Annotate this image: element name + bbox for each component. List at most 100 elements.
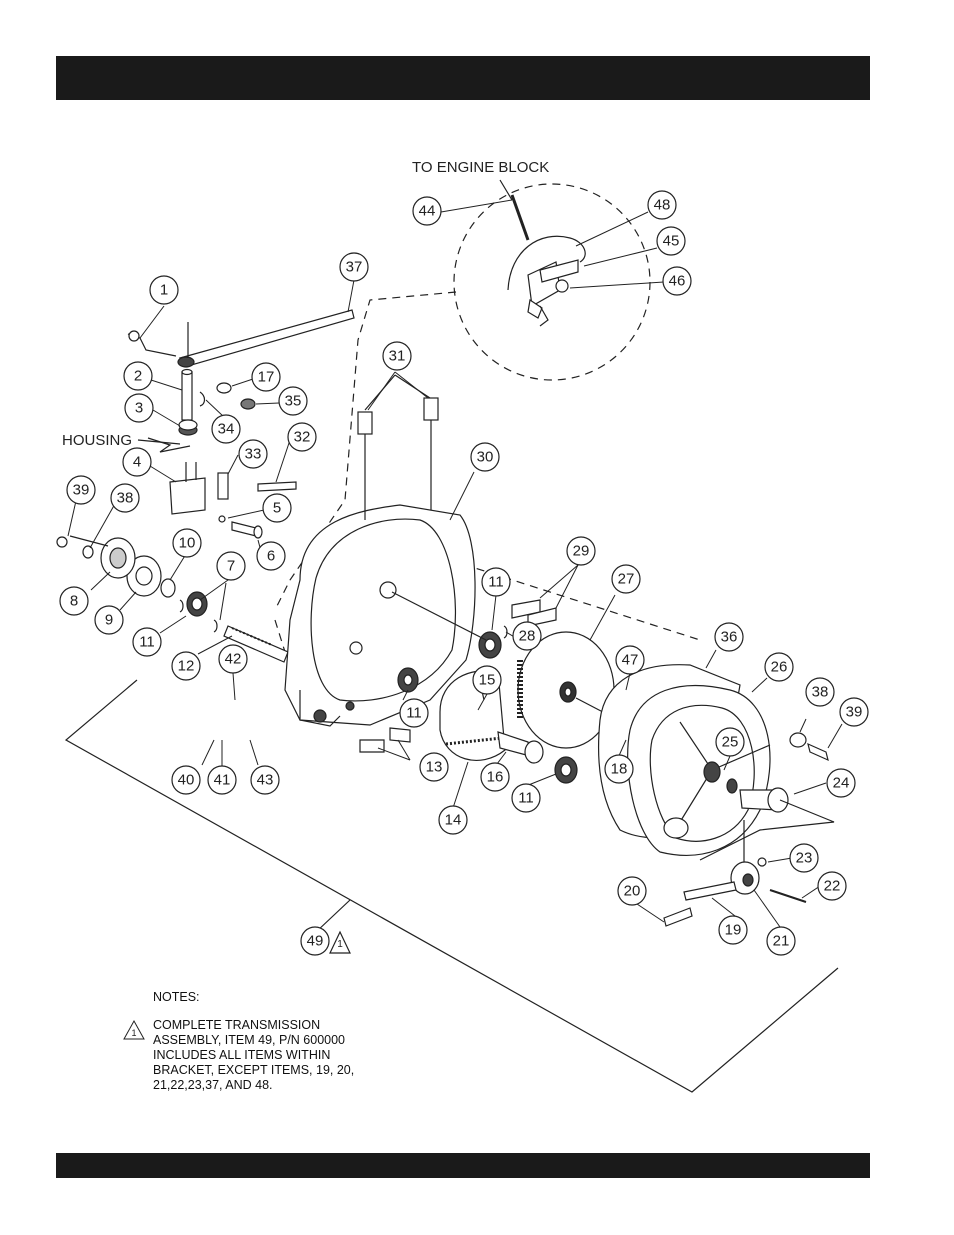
svg-text:36: 36: [721, 629, 738, 646]
svg-text:38: 38: [117, 490, 134, 507]
callout-39-b: 39: [839, 697, 869, 727]
callout-8: 8: [59, 586, 89, 616]
svg-text:38: 38: [812, 684, 829, 701]
svg-text:4: 4: [133, 454, 141, 471]
callout-41: 41: [207, 765, 237, 795]
svg-text:7: 7: [227, 558, 235, 575]
callout-48: 48: [647, 190, 677, 220]
callout-3: 3: [124, 393, 154, 423]
warning-triangle-icon: 1: [329, 930, 351, 954]
svg-text:11: 11: [139, 634, 155, 651]
svg-text:39: 39: [846, 704, 863, 721]
callout-11-a: 11: [132, 627, 162, 657]
callout-5: 5: [262, 493, 292, 523]
callout-40: 40: [171, 765, 201, 795]
callout-15: 15: [472, 665, 502, 695]
callout-2: 2: [123, 361, 153, 391]
svg-text:19: 19: [725, 922, 742, 939]
svg-text:2: 2: [134, 368, 142, 385]
callout-34: 34: [211, 414, 241, 444]
svg-text:47: 47: [622, 652, 639, 669]
svg-text:22: 22: [824, 878, 841, 895]
callout-9: 9: [94, 605, 124, 635]
callout-4: 4: [122, 447, 152, 477]
svg-text:23: 23: [796, 850, 813, 867]
svg-text:28: 28: [519, 628, 536, 645]
callout-37: 37: [339, 252, 369, 282]
svg-text:18: 18: [611, 761, 628, 778]
svg-text:11: 11: [488, 574, 504, 591]
callout-27: 27: [611, 564, 641, 594]
svg-text:24: 24: [833, 775, 850, 792]
callout-16: 16: [480, 762, 510, 792]
svg-text:31: 31: [389, 348, 406, 365]
assembly-bracket: [64, 679, 839, 1093]
callout-26: 26: [764, 652, 794, 682]
svg-text:20: 20: [624, 883, 641, 900]
callout-44: 44: [412, 196, 442, 226]
svg-text:21: 21: [773, 933, 790, 950]
svg-text:5: 5: [273, 500, 281, 517]
cover-26: [627, 684, 771, 856]
callout-14: 14: [438, 805, 468, 835]
svg-text:11: 11: [406, 705, 422, 722]
svg-text:30: 30: [477, 449, 494, 466]
svg-text:33: 33: [245, 446, 262, 463]
callout-38-b: 38: [805, 677, 835, 707]
svg-text:25: 25: [722, 734, 739, 751]
callout-13: 13: [419, 752, 449, 782]
svg-text:17: 17: [258, 369, 275, 386]
svg-text:1: 1: [131, 1028, 136, 1038]
callout-42: 42: [218, 644, 248, 674]
svg-text:14: 14: [445, 812, 462, 829]
svg-text:1: 1: [160, 282, 168, 299]
callout-24: 24: [826, 768, 856, 798]
housing-label: HOUSING: [62, 432, 132, 449]
callout-19: 19: [718, 915, 748, 945]
callout-43: 43: [250, 765, 280, 795]
callout-45: 45: [656, 226, 686, 256]
svg-text:41: 41: [214, 772, 231, 789]
callout-12: 12: [171, 651, 201, 681]
svg-text:27: 27: [618, 571, 635, 588]
svg-text:48: 48: [654, 197, 671, 214]
svg-text:15: 15: [479, 672, 496, 689]
svg-text:10: 10: [179, 535, 196, 552]
svg-text:35: 35: [285, 393, 302, 410]
callout-35: 35: [278, 386, 308, 416]
svg-text:13: 13: [426, 759, 443, 776]
notes-block: NOTES: 1 COMPLETE TRANSMISSION ASSEMBLY,…: [122, 990, 422, 1093]
svg-text:45: 45: [663, 233, 680, 250]
notes-text: COMPLETE TRANSMISSION ASSEMBLY, ITEM 49,…: [153, 1018, 355, 1092]
callout-22: 22: [817, 871, 847, 901]
svg-text:43: 43: [257, 772, 274, 789]
svg-text:3: 3: [135, 400, 143, 417]
callout-11-b: 11: [481, 567, 511, 597]
callout-25: 25: [715, 727, 745, 757]
svg-text:16: 16: [487, 769, 504, 786]
notes-title: NOTES:: [153, 990, 200, 1004]
callout-11-c: 11: [399, 698, 429, 728]
shift-lever: [178, 309, 355, 367]
svg-text:46: 46: [669, 273, 686, 290]
callout-32: 32: [287, 422, 317, 452]
detail-circle: [453, 183, 651, 381]
svg-text:42: 42: [225, 651, 242, 668]
callout-38-a: 38: [110, 483, 140, 513]
callout-11-d: 11: [511, 783, 541, 813]
svg-text:49: 49: [307, 933, 324, 950]
callout-21: 21: [766, 926, 796, 956]
callout-29: 29: [566, 536, 596, 566]
callout-46: 46: [662, 266, 692, 296]
callout-49: 49: [300, 926, 330, 956]
svg-text:8: 8: [70, 593, 78, 610]
callout-7: 7: [216, 551, 246, 581]
callout-20: 20: [617, 876, 647, 906]
svg-text:39: 39: [73, 482, 90, 499]
callout-23: 23: [789, 843, 819, 873]
svg-text:37: 37: [346, 259, 363, 276]
callout-39-a: 39: [66, 475, 96, 505]
svg-text:11: 11: [518, 790, 534, 807]
svg-text:40: 40: [178, 772, 195, 789]
